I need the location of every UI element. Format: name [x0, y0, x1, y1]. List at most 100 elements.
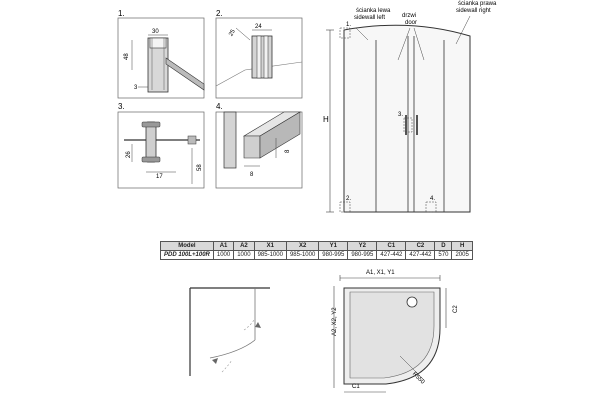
cell-a1: 1000 [212, 250, 235, 260]
tray-inner [349, 291, 435, 379]
leader-line [413, 27, 425, 61]
callout-3: 3. [398, 112, 403, 118]
c1-label: C1 [352, 384, 360, 390]
header-x2: X2 [285, 241, 320, 251]
cell-x1: 985-1000 [253, 250, 287, 260]
handle-cap-top [141, 121, 161, 128]
panel-4: 4. 8 8 [215, 102, 303, 189]
detail-box-1 [339, 27, 351, 39]
header-h: H [451, 241, 473, 251]
dim-26: 26 [126, 151, 132, 158]
cell-y2: 980-995 [347, 250, 378, 260]
header-y1: Y1 [318, 241, 349, 251]
seal-front [243, 135, 261, 159]
dim-8-side: 8 [285, 149, 291, 153]
panel-1-number: 1. [118, 9, 125, 18]
swing-arc [221, 359, 233, 373]
label-door-2: door [405, 20, 417, 26]
cell-a2: 1000 [233, 250, 255, 260]
door-panel-curved [209, 339, 256, 359]
swing-arc [243, 319, 255, 331]
label-wall-right-2: sidewall right [456, 8, 491, 14]
cell-y1: 980-995 [318, 250, 349, 260]
cell-c2: 427-442 [405, 250, 436, 260]
front-elevation: ścianka lewa sidewall left drzwi door śc… [323, 1, 497, 213]
seal-side [259, 111, 301, 159]
header-a1: A1 [212, 241, 235, 251]
dim-48: 48 [124, 53, 130, 60]
cell-x2: 985-1000 [285, 250, 320, 260]
dim-25: 25 [228, 28, 237, 37]
bracket-channel [256, 35, 262, 79]
side-dimension-label: A2, X2, Y2 [332, 307, 338, 336]
panel-2-number: 2. [216, 9, 223, 18]
handle-grip [145, 121, 157, 163]
panel-1: 1. 30 48 3 [117, 9, 205, 99]
callout-4: 4. [430, 196, 435, 202]
header-c2: C2 [405, 241, 436, 251]
header-a2: A2 [233, 241, 255, 251]
panel-2-frame [215, 17, 303, 99]
dim-line [235, 27, 251, 41]
cell-h: 2005 [451, 250, 473, 260]
panel-3-number: 3. [118, 102, 125, 111]
panel-4-number: 4. [216, 102, 223, 111]
door-swing-plan [189, 287, 270, 376]
height-label: H [323, 115, 329, 124]
detail-box-3 [403, 117, 413, 133]
panel-3: 3. 26 17 58 [117, 102, 205, 189]
header-d: D [434, 241, 453, 251]
table-row: PDD 100L+100R 1000 1000 985-1000 985-100… [160, 250, 473, 260]
cell-c1: 427-442 [376, 250, 407, 260]
door-handle-right [416, 115, 418, 135]
handle-mount [187, 135, 197, 145]
dim-3: 3 [134, 85, 138, 91]
top-dimension-label: A1, X1, Y1 [366, 270, 395, 276]
dim-30: 30 [152, 29, 159, 35]
panel-3-frame [117, 111, 205, 189]
cell-model: PDD 100L+100R [160, 250, 214, 260]
glass-panel-edge [165, 57, 205, 91]
dim-58: 58 [197, 164, 203, 171]
spec-table: Model A1 A2 X1 X2 Y1 Y2 C1 C2 D H PDD 10… [160, 241, 473, 260]
wall-profile [223, 111, 237, 169]
label-wall-right-1: ścianka prawa [458, 1, 497, 7]
c2-label: C2 [453, 305, 459, 313]
radius-label: R550 [411, 371, 426, 386]
profile-cap [149, 37, 167, 49]
leader-line [455, 15, 471, 45]
drain-icon [406, 296, 418, 308]
handle-cap-bottom [141, 156, 161, 163]
panel-4-frame [215, 111, 303, 189]
panel-2: 2. 24 25 [215, 9, 303, 99]
bracket-channel [263, 35, 269, 79]
detail-box-4 [425, 201, 437, 213]
callout-2: 2. [346, 196, 351, 202]
leader-line [397, 27, 411, 61]
dim-17: 17 [156, 174, 163, 180]
detail-box-2 [339, 201, 351, 213]
radius-leader [399, 355, 425, 381]
header-c1: C1 [376, 241, 407, 251]
swing-arrow-icon [212, 358, 218, 364]
header-x1: X1 [253, 241, 287, 251]
floor-line [215, 61, 303, 87]
dimension-plan: A1, X1, Y1 A2, X2, Y2 C2 C1 R550 [332, 270, 459, 393]
dim-24: 24 [255, 24, 262, 30]
spec-header-row: Model A1 A2 X1 X2 Y1 Y2 C1 C2 D H [160, 241, 473, 251]
panel-1-frame [117, 17, 205, 99]
header-y2: Y2 [347, 241, 378, 251]
callout-1: 1. [346, 22, 351, 28]
label-wall-left-2: sidewall left [354, 15, 385, 21]
bracket-profile [251, 35, 273, 79]
door-handle-left [405, 115, 407, 135]
leader-line [355, 27, 369, 41]
dim-8-bottom: 8 [250, 172, 254, 178]
swing-arrow-icon [255, 322, 261, 328]
header-model: Model [160, 241, 214, 251]
cell-d: 570 [434, 250, 453, 260]
label-door-1: drzwi [402, 13, 416, 19]
label-wall-left-1: ścianka lewa [356, 8, 391, 14]
